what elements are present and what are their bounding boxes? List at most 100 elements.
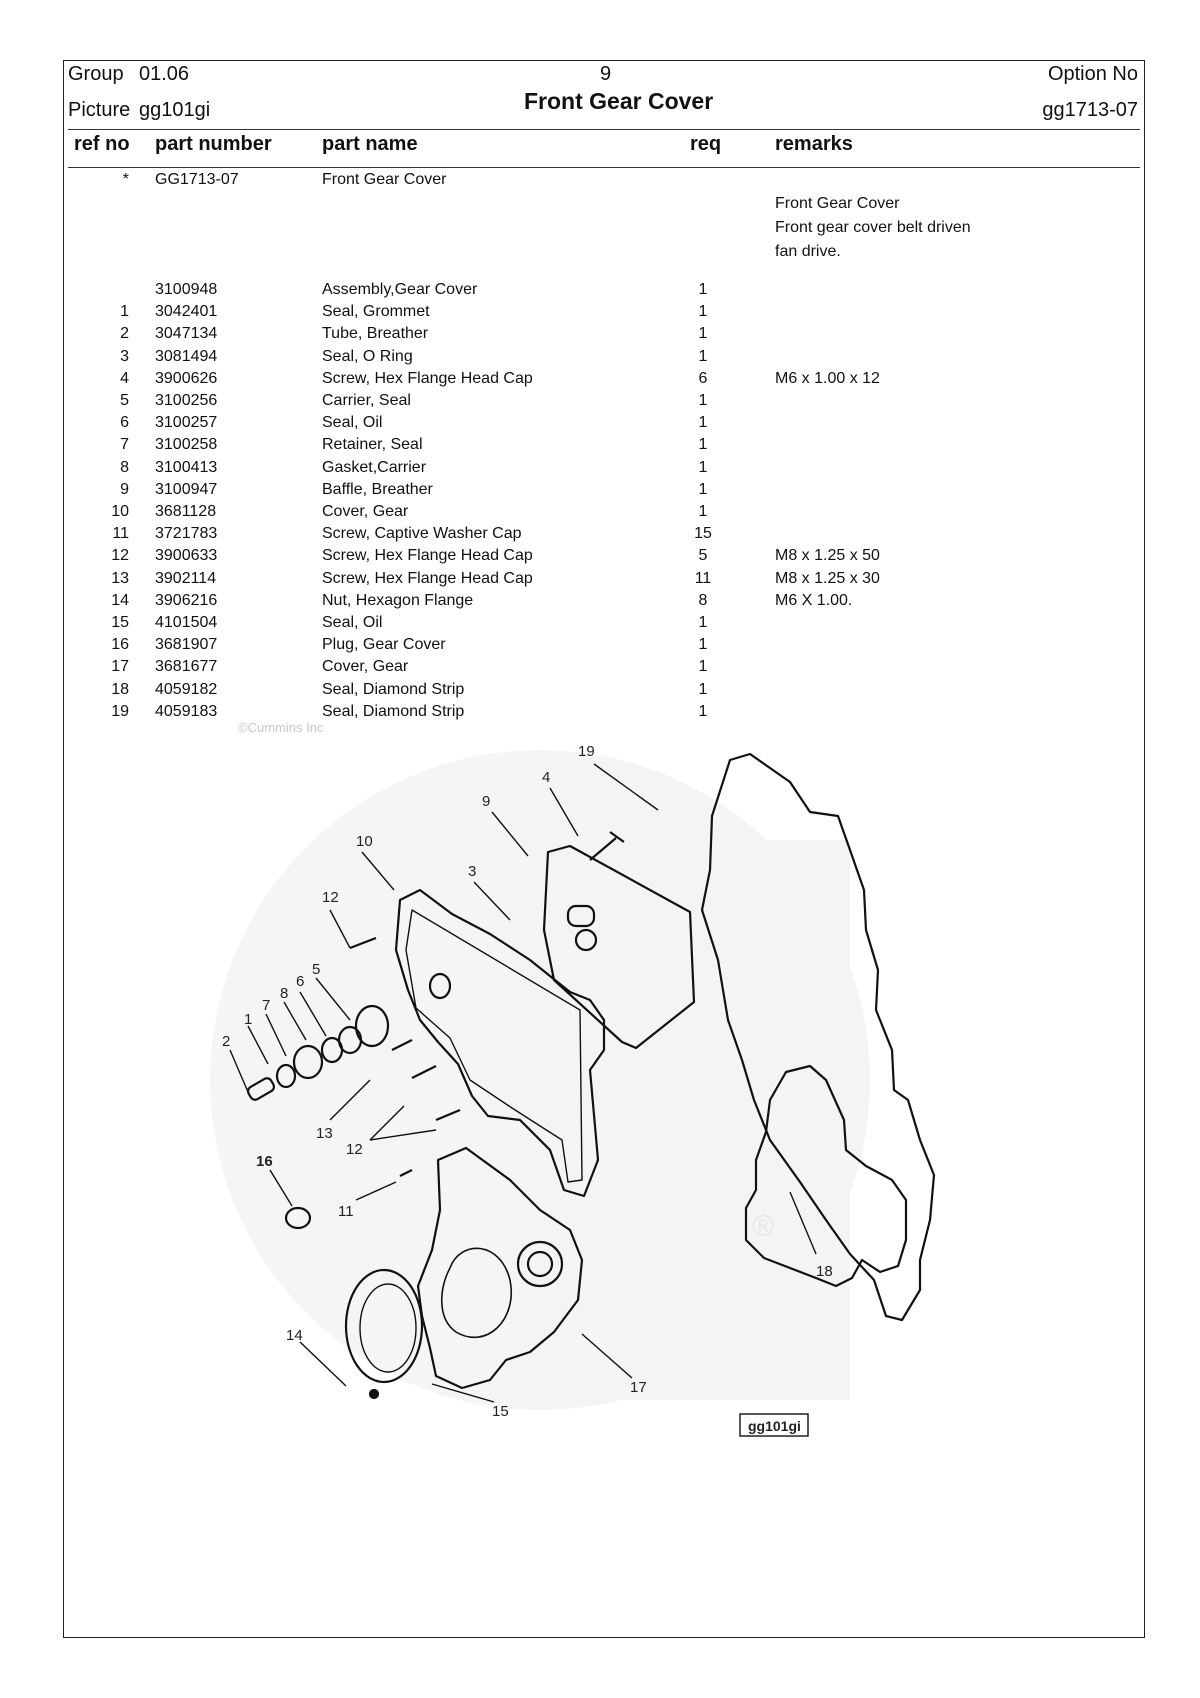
ref-cell: 8 (120, 458, 129, 476)
req-cell: 1 (698, 325, 708, 343)
option-label: Option No (1047, 63, 1138, 85)
part-number-cell: 3681128 (155, 503, 217, 520)
breather-tube-insert (566, 904, 596, 928)
part-name-cell: Cover, Gear (322, 658, 409, 676)
ref-cell: 4 (120, 369, 129, 387)
o-ring-seal-3 (574, 928, 598, 952)
req-cell: 1 (698, 636, 708, 654)
part-number-cell: 3900633 (155, 547, 218, 565)
ref-cell: 16 (111, 636, 129, 654)
req-cell: 1 (698, 347, 708, 365)
part-name-cell: Screw, Captive Washer Cap (322, 525, 522, 543)
part-name-cell: Seal, Diamond Strip (322, 702, 465, 720)
part-number-cell: 3681677 (155, 658, 218, 676)
req-cell: 1 (698, 392, 708, 409)
part-number-cell: 4059182 (155, 680, 218, 698)
table-row-top: * GG1713-07 Front Gear Cover (64, 171, 1144, 195)
part-name-cell: Nut, Hexagon Flange (322, 591, 474, 609)
callout-3: 3 (468, 863, 476, 880)
seal-carrier-5 (354, 1004, 390, 1048)
part-number-cell: 4059183 (155, 702, 218, 720)
table-row: 16 3681907 Plug, Gear Cover 1 (64, 636, 1144, 660)
gear-cover-plug-16 (284, 1206, 312, 1230)
ref-cell: 14 (111, 591, 129, 609)
ref-cell: 13 (111, 569, 129, 587)
callout-12: 12 (322, 889, 339, 906)
ref-cell: 17 (111, 658, 129, 676)
callout-7: 7 (262, 997, 270, 1014)
part-number-cell: 3081494 (155, 347, 218, 365)
copyright-mark: ©Cummins Inc (238, 720, 324, 735)
callout-labels: 19 4 9 10 3 12 5 6 8 7 1 2 13 12 16 11 1… (222, 743, 833, 1420)
req-cell: 1 (698, 658, 708, 676)
part-number-cell: 3906216 (155, 591, 218, 609)
req-cell: 1 (698, 702, 708, 720)
remarks-cell: M8 x 1.25 x 50 (775, 547, 880, 565)
callout-8: 8 (280, 985, 288, 1002)
screw-12-upper (349, 936, 377, 950)
req-cell: 1 (698, 303, 708, 321)
part-number-cell: 3100413 (155, 458, 218, 476)
screw-12-lower-a (411, 1065, 437, 1079)
ref-cell: * (122, 171, 129, 188)
col-part-number: part number (155, 133, 272, 155)
group-label: Group (68, 63, 124, 85)
part-name-cell: Screw, Hex Flange Head Cap (322, 569, 533, 587)
callout-11: 11 (338, 1203, 354, 1220)
callout-13: 13 (316, 1125, 333, 1142)
part-number-cell: 3100258 (155, 436, 218, 454)
picture-tag: gg101gi (739, 1413, 809, 1437)
req-cell: 5 (698, 547, 708, 565)
ref-cell: 1 (120, 303, 129, 321)
ref-cell: 2 (120, 325, 129, 343)
screw-11 (399, 1169, 413, 1177)
col-part-name: part name (322, 133, 418, 155)
col-req: req (690, 133, 722, 155)
part-name-cell: Plug, Gear Cover (322, 636, 446, 654)
col-ref-no: ref no (74, 133, 130, 155)
part-name-cell: Cover, Gear (322, 503, 409, 520)
hexagon-flange-nut-14 (368, 1388, 380, 1400)
part-name-cell: Tube, Breather (322, 325, 429, 343)
remark-line: Front gear cover belt driven (775, 219, 971, 236)
req-cell: 1 (698, 414, 708, 432)
ref-cell: 12 (111, 547, 129, 565)
part-name-cell: Seal, Grommet (322, 303, 430, 321)
ref-cell: 9 (120, 480, 129, 498)
column-divider (68, 167, 1140, 168)
breather-baffle-9 (542, 844, 696, 1050)
callout-17: 17 (630, 1379, 647, 1396)
gear-cover-17 (416, 1146, 584, 1390)
page-number: 9 (600, 63, 612, 85)
parts-page-frame: Group 01.06 9 Option No Picture gg101gi … (63, 60, 1145, 1638)
part-name-cell: Screw, Hex Flange Head Cap (322, 547, 533, 565)
cummins-watermark (210, 750, 870, 1410)
callout-18: 18 (816, 1263, 833, 1280)
ref-cell: 3 (120, 347, 129, 365)
breather-tube-2 (246, 1077, 276, 1101)
req-cell: 1 (698, 503, 708, 520)
table-row: 17 3681677 Cover, Gear 1 (64, 658, 1144, 682)
part-name-cell: Screw, Hex Flange Head Cap (322, 369, 533, 387)
page-title: Front Gear Cover (524, 88, 714, 114)
col-remarks: remarks (775, 133, 853, 155)
ref-cell: 10 (111, 503, 129, 520)
part-name-cell: Seal, O Ring (322, 347, 413, 365)
part-number-cell: 3100947 (155, 480, 218, 498)
req-cell: 1 (698, 614, 708, 631)
part-number-cell: 3681907 (155, 636, 218, 654)
ref-cell: 11 (112, 525, 129, 543)
ref-cell: 19 (111, 702, 129, 720)
exploded-parts-diagram: ©Cummins Inc (210, 720, 936, 1437)
table-row: 10 3681128 Cover, Gear 1 (64, 503, 1144, 527)
part-name-cell: Seal, Diamond Strip (322, 680, 465, 698)
